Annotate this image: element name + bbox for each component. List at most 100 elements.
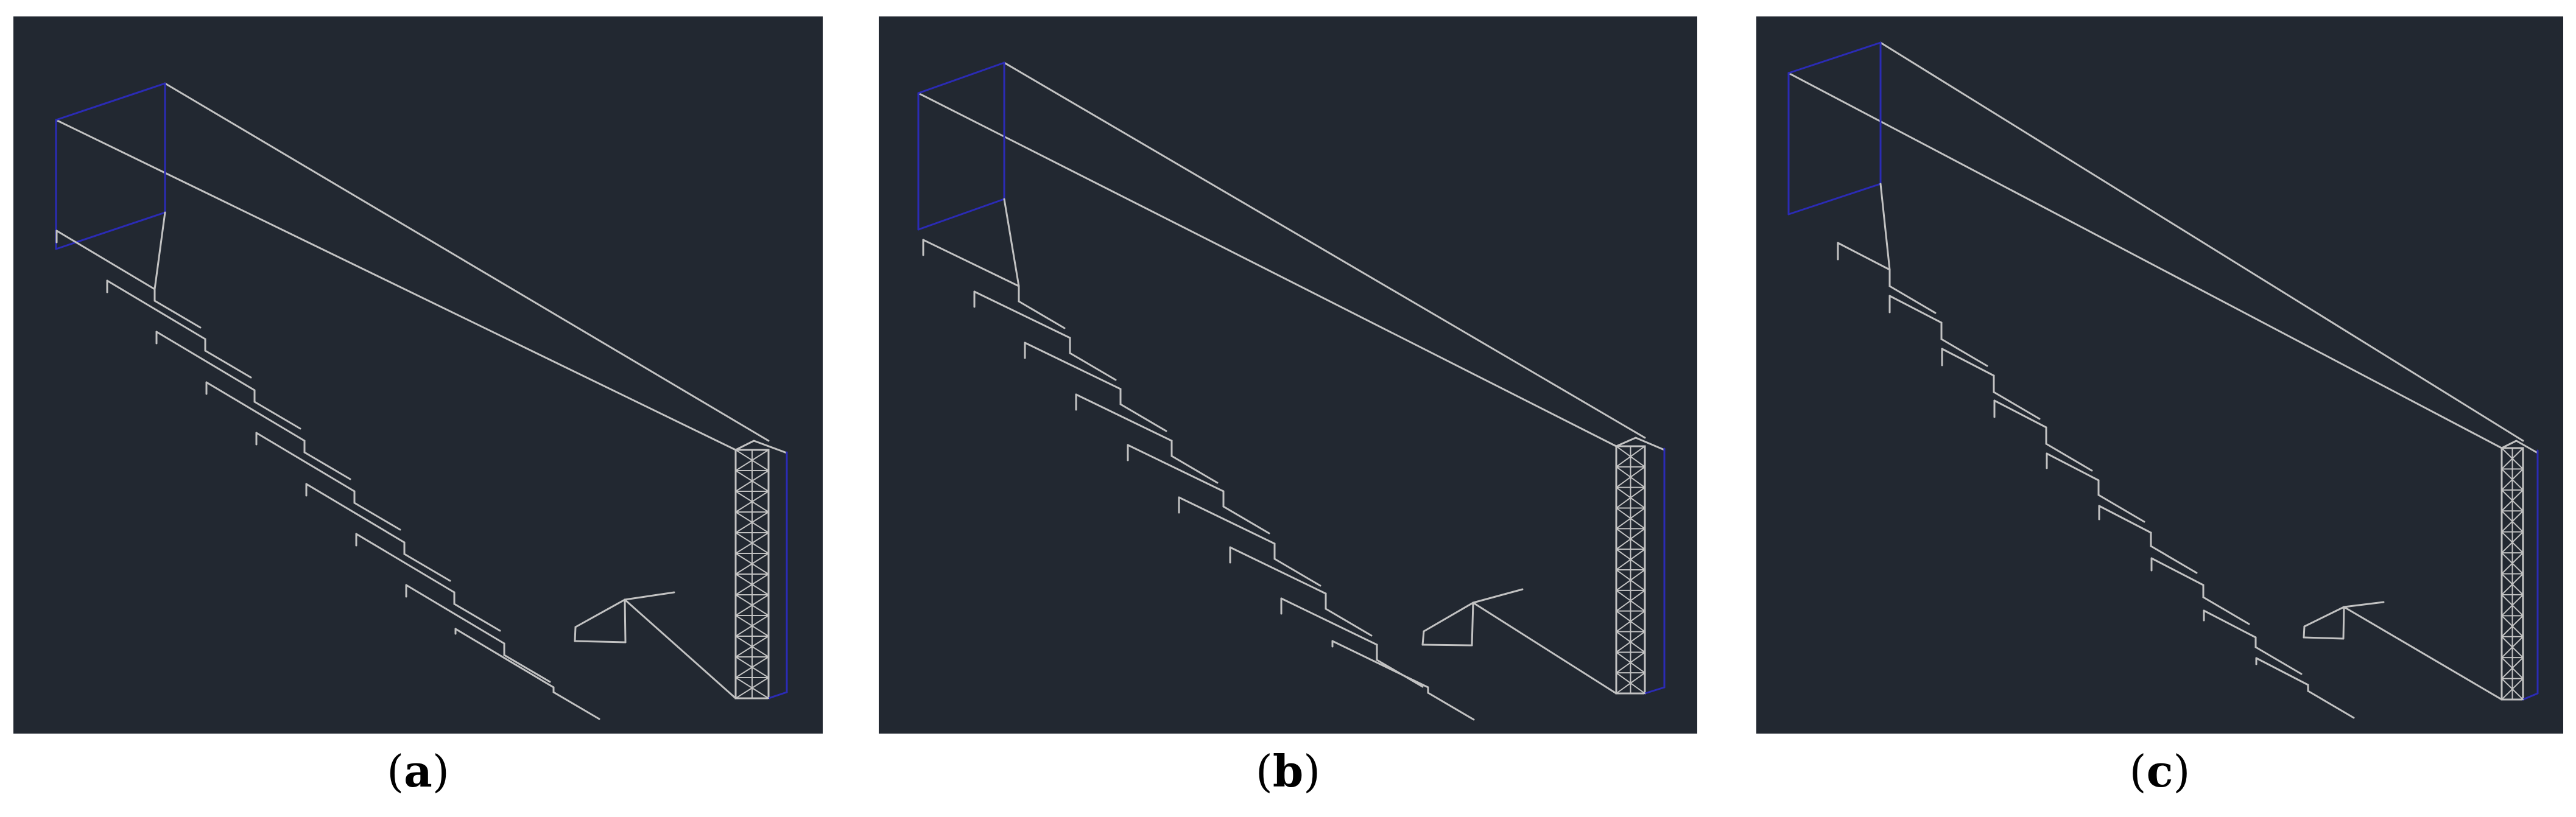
step-3-front-edge-b bbox=[1119, 403, 1167, 432]
step-8-front-edge-a bbox=[503, 654, 551, 683]
wireframe-drawing-b bbox=[917, 61, 1666, 721]
step-3-tread-b bbox=[1024, 342, 1122, 390]
caption-b: (b) bbox=[879, 738, 1697, 805]
step-5-tread-c bbox=[2046, 452, 2100, 482]
inlet-back-edges-a bbox=[55, 82, 166, 214]
upper-rail-a bbox=[164, 82, 770, 442]
step-7-front-edge-a bbox=[453, 603, 501, 632]
step-9-tread-a bbox=[454, 628, 555, 689]
step-2-front-edge-a bbox=[204, 349, 252, 379]
well-right-edge-b bbox=[1471, 601, 1474, 647]
caption-c-open: ( bbox=[2129, 746, 2147, 797]
caption-a-open: ( bbox=[387, 746, 404, 797]
wireframe-panel-a bbox=[13, 16, 823, 734]
outlet-boundary-bottom-c bbox=[2522, 692, 2539, 701]
step-5-front-edge-a bbox=[353, 502, 401, 531]
wireframe-panel-c bbox=[1756, 16, 2563, 734]
lower-rail-b bbox=[1472, 601, 1617, 695]
step-1-front-edge-a bbox=[153, 300, 202, 329]
step-2-tread-a bbox=[106, 279, 206, 340]
middle-rail-c bbox=[1787, 72, 2503, 449]
step-9-tread-b bbox=[1331, 640, 1429, 689]
caption-b-letter: b bbox=[1272, 745, 1304, 797]
middle-rail-b bbox=[917, 92, 1617, 447]
outlet-top-c bbox=[2500, 440, 2539, 454]
step-5-front-edge-c bbox=[2097, 494, 2145, 523]
caption-b-open: ( bbox=[1255, 746, 1273, 797]
step-1-tread-a bbox=[55, 230, 156, 290]
well-bottom-edge-c bbox=[2303, 636, 2345, 640]
step-6-tread-a bbox=[305, 483, 406, 544]
step-9-front-edge-b bbox=[1427, 692, 1475, 721]
step-3-tread-c bbox=[1941, 348, 1995, 377]
first-step-link-c bbox=[1879, 183, 1891, 271]
inlet-bottom-edge-a bbox=[55, 211, 166, 250]
step-5-tread-b bbox=[1127, 444, 1225, 493]
step-7-front-edge-b bbox=[1325, 608, 1373, 637]
outlet-top-a bbox=[734, 440, 788, 454]
step-6-tread-c bbox=[2098, 505, 2152, 534]
well-right-edge-c bbox=[2342, 606, 2345, 640]
step-1-tread-c bbox=[1837, 242, 1891, 271]
step-4-tread-a bbox=[205, 381, 306, 442]
step-4-front-edge-b bbox=[1170, 455, 1219, 484]
caption-a-letter: a bbox=[404, 745, 432, 797]
step-6-front-edge-a bbox=[403, 553, 451, 582]
step-8-tread-c bbox=[2203, 609, 2257, 639]
outlet-boundary-bottom-b bbox=[1644, 686, 1666, 695]
step-9-front-edge-a bbox=[552, 691, 600, 720]
caption-a-close: ) bbox=[432, 746, 449, 797]
step-8-front-edge-c bbox=[2254, 646, 2303, 675]
step-8-tread-b bbox=[1280, 597, 1378, 646]
step-3-front-edge-a bbox=[253, 401, 301, 430]
upper-rail-b bbox=[1003, 61, 1646, 439]
step-6-tread-b bbox=[1178, 496, 1276, 545]
first-step-link-b bbox=[1003, 198, 1020, 287]
step-4-front-edge-c bbox=[2045, 443, 2093, 472]
lower-rail-a bbox=[624, 598, 737, 700]
step-7-tread-b bbox=[1229, 546, 1327, 595]
inlet-bottom-edge-b bbox=[917, 198, 1005, 231]
step-8-tread-a bbox=[405, 584, 505, 645]
step-5-front-edge-b bbox=[1222, 505, 1270, 535]
caption-b-close: ) bbox=[1303, 746, 1321, 797]
step-2-front-edge-b bbox=[1069, 352, 1117, 381]
caption-c-close: ) bbox=[2173, 746, 2191, 797]
inlet-bottom-edge-c bbox=[1787, 183, 1882, 216]
step-1-tread-b bbox=[922, 239, 1020, 287]
step-4-tread-c bbox=[1993, 399, 2047, 429]
step-1-front-edge-b bbox=[1018, 300, 1066, 329]
well-bottom-edge-a bbox=[574, 640, 627, 643]
upper-rail-c bbox=[1879, 41, 2524, 442]
outlet-boundary-bottom-a bbox=[767, 691, 788, 700]
caption-c-letter: c bbox=[2146, 745, 2173, 797]
step-7-tread-c bbox=[2150, 557, 2205, 586]
step-6-front-edge-c bbox=[2150, 545, 2198, 574]
wireframe-drawing-c bbox=[1787, 41, 2539, 719]
first-step-link-a bbox=[153, 211, 166, 290]
step-9-front-edge-c bbox=[2307, 690, 2355, 719]
step-7-tread-a bbox=[355, 533, 456, 594]
lower-rail-c bbox=[2343, 606, 2503, 701]
well-left-edge-b bbox=[1421, 630, 1425, 646]
inlet-back-edges-c bbox=[1787, 41, 1882, 185]
inlet-back-edges-b bbox=[917, 61, 1005, 200]
wireframe-panel-b bbox=[879, 16, 1697, 734]
step-2-front-edge-c bbox=[1940, 338, 1988, 367]
caption-a: (a) bbox=[13, 738, 823, 805]
step-1-front-edge-c bbox=[1888, 285, 1937, 314]
middle-rail-a bbox=[55, 119, 737, 451]
step-5-tread-a bbox=[255, 432, 356, 493]
caption-c: (c) bbox=[1756, 738, 2563, 805]
step-2-tread-b bbox=[973, 290, 1071, 339]
step-7-front-edge-c bbox=[2202, 596, 2250, 625]
outlet-top-b bbox=[1615, 437, 1666, 451]
step-6-front-edge-b bbox=[1273, 558, 1321, 587]
step-3-front-edge-c bbox=[1993, 391, 2041, 420]
wireframe-drawing-a bbox=[55, 82, 788, 720]
step-2-tread-c bbox=[1888, 295, 1943, 324]
step-4-tread-b bbox=[1075, 393, 1173, 442]
step-9-tread-c bbox=[2255, 657, 2309, 686]
step-4-front-edge-a bbox=[303, 451, 351, 480]
step-3-tread-a bbox=[155, 331, 256, 391]
